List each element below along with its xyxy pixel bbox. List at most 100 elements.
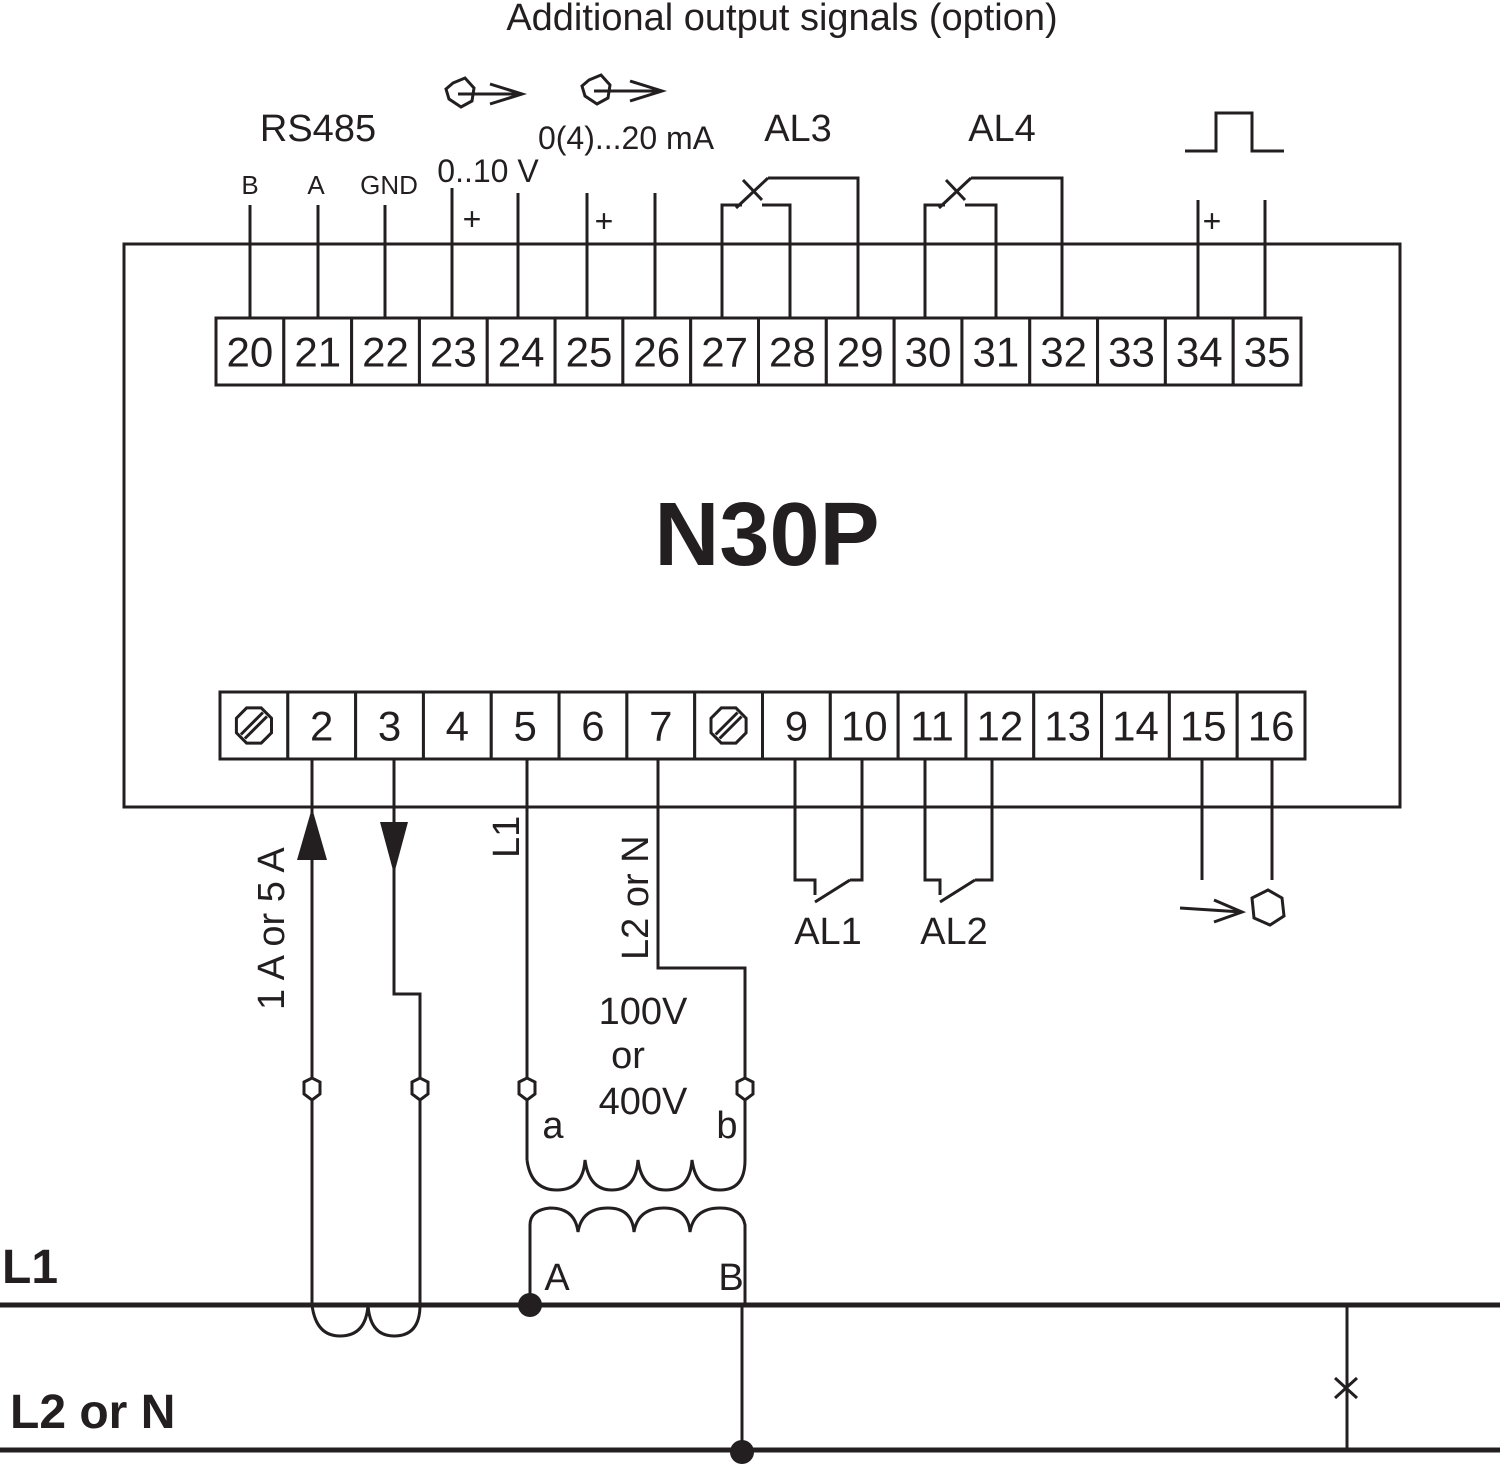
current-fuse-right (410, 1076, 430, 1102)
voltage-fuse-b (735, 1076, 755, 1102)
top-terminal-number: 26 (633, 329, 680, 376)
bottom-terminal-number: 6 (581, 703, 604, 750)
al4-label: AL4 (968, 108, 1036, 150)
bottom-terminal-number: 3 (378, 703, 401, 750)
transformer-rating-2: or (611, 1035, 645, 1077)
plus-sign-34: + (1203, 203, 1222, 239)
voltage-output-label: 0..10 V (437, 153, 539, 189)
top-terminal-number: 22 (362, 329, 409, 376)
transformer-rating-1: 100V (599, 991, 688, 1033)
pulse-input-icon (1179, 888, 1286, 927)
top-terminal-number: 24 (498, 329, 545, 376)
bottom-terminal: 16 (1235, 690, 1307, 761)
screw-terminal-icon (709, 706, 748, 745)
top-terminal: 33 (1096, 316, 1167, 387)
top-terminal: 23 (417, 316, 489, 387)
bottom-terminal-number: 15 (1180, 703, 1227, 750)
bottom-terminal-number: 11 (910, 703, 954, 750)
top-terminal: 31 (960, 316, 1032, 387)
current-output-label: 0(4)...20 mA (538, 120, 715, 156)
bottom-terminal (693, 690, 764, 761)
top-terminal-number: 27 (701, 329, 748, 376)
bottom-terminal: 4 (421, 690, 493, 761)
al1-label: AL1 (794, 911, 862, 953)
top-terminal: 30 (892, 316, 964, 387)
diagram-title: Additional output signals (option) (506, 0, 1057, 39)
al3-label: AL3 (764, 108, 832, 150)
bottom-terminal-number: 9 (785, 703, 808, 750)
current-in-arrow (297, 808, 327, 860)
top-terminal-number: 20 (227, 329, 274, 376)
top-terminal: 27 (689, 316, 760, 387)
rs485-pin-b: B (241, 170, 258, 200)
transformer-secondary-b: b (716, 1105, 737, 1147)
current-fuse-left (302, 1076, 322, 1102)
load-fuse (1333, 1305, 1359, 1450)
bottom-terminal: 14 (1100, 690, 1171, 761)
transformer-secondary-a: a (542, 1105, 564, 1147)
bottom-terminal-number: 2 (310, 703, 333, 750)
top-terminal-number: 25 (566, 329, 613, 376)
rs485-pin-a: A (307, 170, 325, 200)
bottom-terminal-number: 14 (1112, 703, 1159, 750)
top-terminal-number: 29 (837, 329, 884, 376)
transformer-primary-b: B (718, 1257, 743, 1299)
al3-relay-contact (720, 176, 860, 318)
l1-terminal-label: L1 (486, 816, 528, 858)
top-leads (248, 188, 1267, 318)
top-terminal-number: 33 (1108, 329, 1155, 376)
bottom-terminal-number: 13 (1044, 703, 1091, 750)
top-terminal: 29 (824, 316, 896, 387)
current-circuit (310, 760, 422, 1338)
plus-sign-23: + (463, 201, 482, 237)
bottom-terminal: 12 (964, 690, 1036, 761)
top-terminal-number: 35 (1244, 329, 1291, 376)
top-terminal: 21 (282, 316, 354, 387)
bottom-terminal: 11 (896, 690, 968, 761)
top-terminal: 20 (214, 316, 286, 387)
pulse-input-leads (1200, 760, 1274, 880)
transformer-primary-a: A (544, 1257, 570, 1299)
bottom-terminal: 13 (1032, 690, 1104, 761)
l2n-terminal-label: L2 or N (615, 835, 657, 960)
top-terminal: 32 (1028, 316, 1100, 387)
bottom-terminal-number: 12 (976, 703, 1023, 750)
junction-dot-l1 (518, 1293, 542, 1317)
bottom-terminal-number: 10 (841, 703, 888, 750)
al4-relay-contact (923, 176, 1064, 318)
bottom-terminal: 10 (828, 690, 900, 761)
al2-relay-contact (923, 760, 994, 904)
al2-label: AL2 (920, 911, 988, 953)
top-terminal: 25 (553, 316, 625, 387)
plus-sign-25: + (595, 203, 614, 239)
bottom-terminal-number: 16 (1248, 703, 1295, 750)
transformer-rating-3: 400V (599, 1081, 688, 1123)
top-terminal: 26 (621, 316, 693, 387)
bottom-terminal: 2 (286, 690, 358, 761)
bottom-terminal: 5 (489, 690, 561, 761)
bottom-terminal-number: 4 (446, 703, 469, 750)
bottom-terminal: 6 (557, 690, 629, 761)
top-terminal-number: 32 (1040, 329, 1087, 376)
analog-output-icon (444, 76, 528, 109)
top-terminal: 35 (1231, 316, 1303, 387)
top-terminal: 22 (350, 316, 421, 387)
bottom-terminal (218, 690, 290, 761)
top-terminal-number: 30 (905, 329, 952, 376)
bottom-terminal-number: 5 (513, 703, 536, 750)
rs485-label: RS485 (260, 108, 376, 150)
bottom-terminal: 15 (1167, 690, 1239, 761)
al1-relay-contact (793, 760, 864, 904)
bottom-terminal: 9 (761, 690, 832, 761)
screw-terminal-icon (234, 706, 273, 745)
junction-dot-l2n (730, 1440, 754, 1464)
bottom-terminal: 3 (354, 690, 425, 761)
pulse-output-icon (1185, 111, 1284, 153)
top-terminal-number: 31 (972, 329, 1019, 376)
top-terminal-number: 23 (430, 329, 477, 376)
top-terminal: 28 (757, 316, 828, 387)
top-terminal-number: 28 (769, 329, 816, 376)
